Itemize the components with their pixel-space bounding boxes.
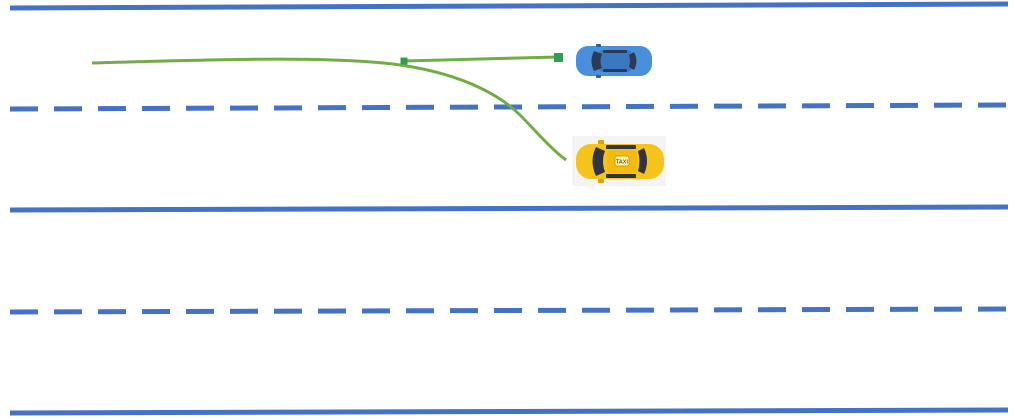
middle-road-boundary [9,204,1009,213]
blue-car [576,44,652,78]
straight-path [403,55,559,63]
taxi-side-window-top [606,145,636,149]
blue-car-rear-window [629,52,637,70]
taxi-windshield [592,147,605,176]
blue-car-windshield [591,51,602,71]
taxi-mirror-top [598,140,604,144]
blue-car-side-window-bottom [603,69,627,72]
waypoint-end-marker [554,53,563,62]
blue-car-side-window-top [603,50,627,53]
blue-car-mirror-bottom [596,75,601,78]
yellow-taxi: TAXI [572,136,666,186]
taxi-badge-text: TAXI [615,160,628,166]
trajectories [91,53,567,162]
taxi-badge [614,155,630,167]
bottom-road-edge [9,407,1009,416]
taxi-mirror-bottom [598,179,604,183]
taxi-rear-window [638,148,647,174]
solid-lane-boundaries [9,1,1009,416]
lane-change-path [91,57,567,162]
top-road-edge [9,1,1009,11]
waypoint-start-marker [400,57,408,65]
lower-dashed-divider [9,306,1009,315]
blue-car-roof [598,50,632,72]
blue-car-mirror-top [596,44,601,47]
taxi-side-window-bottom [606,174,636,178]
